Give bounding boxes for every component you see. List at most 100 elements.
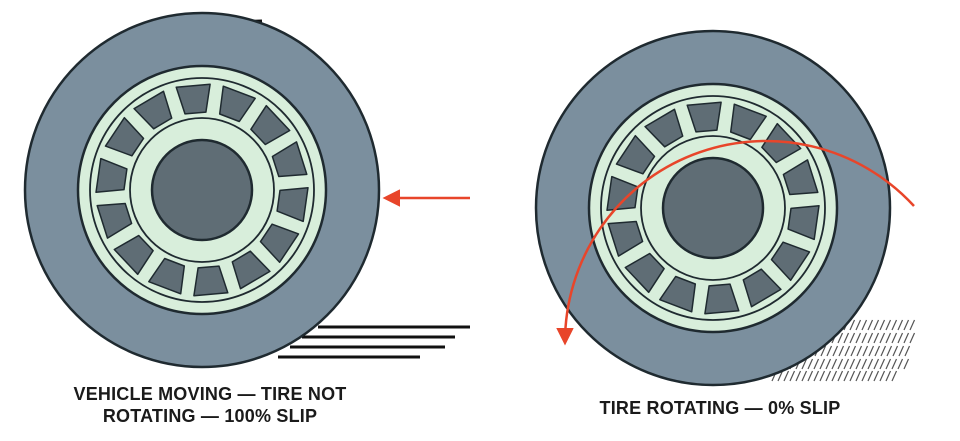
- tread-mark: [897, 332, 904, 344]
- skid-marks: [278, 325, 470, 359]
- tread-mark: [807, 358, 814, 370]
- tread-mark: [783, 370, 790, 382]
- spoke-slot: [276, 186, 309, 223]
- left-caption-line2: ROTATING — 100% SLIP: [102, 406, 318, 426]
- tread-mark: [813, 358, 820, 370]
- tread-mark: [904, 345, 911, 357]
- tread-mark: [873, 370, 880, 382]
- tread-mark: [879, 358, 886, 370]
- tread-mark: [807, 370, 814, 382]
- spoke-slot: [729, 103, 767, 141]
- tread-mark: [820, 345, 827, 357]
- tread-mark: [891, 332, 898, 344]
- tread-mark: [849, 370, 856, 382]
- tread-mark: [885, 332, 892, 344]
- tread-mark: [801, 358, 808, 370]
- tread-mark: [903, 319, 910, 331]
- spoke-slot: [259, 223, 300, 264]
- spoke-slot: [644, 108, 684, 148]
- tread-mark: [837, 370, 844, 382]
- spoke-slot: [782, 159, 819, 196]
- tread-mark: [886, 345, 893, 357]
- spoke-slot: [659, 275, 697, 313]
- spoke-slot: [133, 90, 173, 130]
- tread-mark: [838, 345, 845, 357]
- tread-mark: [855, 332, 862, 344]
- tread-mark: [831, 370, 838, 382]
- tread-mark: [867, 358, 874, 370]
- tread-mark: [844, 345, 851, 357]
- tread-mark: [849, 319, 856, 331]
- spoke-slot: [113, 234, 154, 276]
- right-hub: [661, 156, 765, 260]
- spoke-slot: [742, 268, 782, 308]
- tread-mark: [868, 345, 875, 357]
- tread-mark: [855, 358, 862, 370]
- left-caption: VEHICLE MOVING — TIRE NOT ROTATING — 100…: [40, 383, 380, 427]
- tread-mark: [801, 370, 808, 382]
- tread-mark: [897, 319, 904, 331]
- tread-prints: [771, 319, 916, 382]
- left-spoke-slots: [95, 83, 309, 297]
- tread-mark: [831, 358, 838, 370]
- tread-mark: [843, 370, 850, 382]
- tread-mark: [874, 345, 881, 357]
- tread-mark: [873, 332, 880, 344]
- tread-mark: [885, 319, 892, 331]
- tread-mark: [819, 358, 826, 370]
- right-wheel-inner-ring: [600, 95, 826, 321]
- spoke-slot: [193, 265, 229, 297]
- tread-mark: [826, 345, 833, 357]
- tread-mark: [861, 319, 868, 331]
- tread-mark: [843, 332, 850, 344]
- left-wheel: [23, 11, 470, 369]
- tread-mark: [867, 319, 874, 331]
- tread-mark: [789, 370, 796, 382]
- tread-mark: [909, 319, 916, 331]
- tread-mark: [879, 319, 886, 331]
- spoke-slot: [218, 85, 256, 123]
- tread-mark: [891, 370, 898, 382]
- tread-mark: [885, 370, 892, 382]
- spoke-slot: [624, 252, 665, 294]
- tread-mark: [903, 332, 910, 344]
- tread-mark: [898, 345, 905, 357]
- spoke-slot: [686, 101, 722, 133]
- tread-mark: [832, 345, 839, 357]
- tread-mark: [813, 370, 820, 382]
- tread-mark: [903, 358, 910, 370]
- spoke-slot: [271, 141, 308, 178]
- right-wheel: [534, 29, 916, 387]
- tread-mark: [891, 319, 898, 331]
- tread-mark: [861, 358, 868, 370]
- tread-mark: [862, 345, 869, 357]
- tread-mark: [849, 358, 856, 370]
- spoke-slot: [250, 104, 291, 146]
- tread-mark: [850, 345, 857, 357]
- spoke-slot: [95, 157, 128, 194]
- tread-mark: [879, 332, 886, 344]
- curved-arrow-counterclockwise-icon: [556, 139, 915, 346]
- spoke-slot: [761, 122, 802, 164]
- spoke-slot: [770, 241, 811, 282]
- spoke-slot: [615, 134, 656, 175]
- spoke-slot: [148, 257, 186, 295]
- tread-mark: [879, 370, 886, 382]
- tread-mark: [795, 370, 802, 382]
- tread-mark: [909, 332, 916, 344]
- tread-mark: [837, 332, 844, 344]
- tread-mark: [843, 358, 850, 370]
- tread-mark: [891, 358, 898, 370]
- spoke-slot: [231, 250, 271, 290]
- spoke-slot: [104, 116, 145, 157]
- left-hub: [150, 138, 254, 242]
- right-caption: TIRE ROTATING — 0% SLIP: [599, 398, 841, 418]
- spoke-slot: [96, 202, 133, 239]
- tread-mark: [867, 370, 874, 382]
- tread-mark: [825, 358, 832, 370]
- tread-mark: [867, 332, 874, 344]
- tread-mark: [825, 370, 832, 382]
- tread-mark: [819, 370, 826, 382]
- tread-mark: [861, 332, 868, 344]
- tread-mark: [855, 319, 862, 331]
